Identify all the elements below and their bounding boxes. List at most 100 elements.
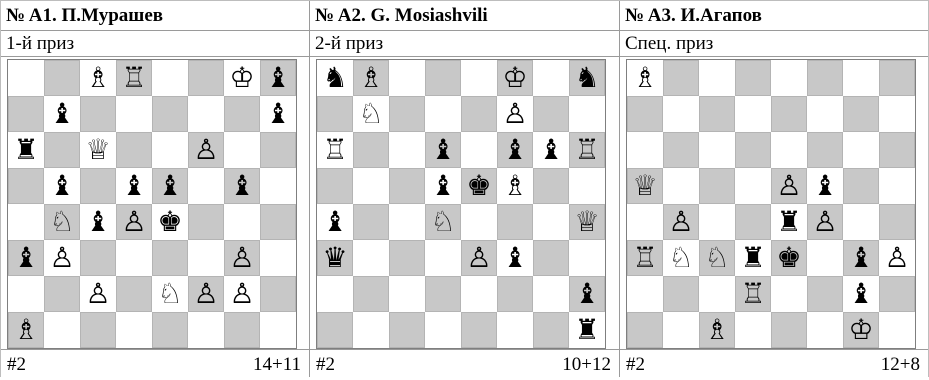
board-square bbox=[224, 204, 260, 240]
board-square: ♕ bbox=[569, 204, 605, 240]
black-knight-icon: ♞ bbox=[574, 64, 599, 92]
board-square: ♖ bbox=[116, 60, 152, 96]
board-square bbox=[260, 204, 296, 240]
problem-footer: #2 12+8 bbox=[620, 349, 928, 377]
board-square bbox=[879, 168, 915, 204]
problem-footer: #2 10+12 bbox=[310, 349, 619, 377]
board-square: ♝ bbox=[807, 168, 843, 204]
board-square bbox=[735, 204, 771, 240]
board-square bbox=[224, 312, 260, 348]
board-square bbox=[771, 96, 807, 132]
piece-count: 10+12 bbox=[562, 350, 611, 380]
board-wrap: ♗♕♙♝♙♜♙♖♘♘♜♚♝♙♖♝♗♔ bbox=[620, 57, 928, 349]
board-square bbox=[843, 204, 879, 240]
white-bishop-icon: ♗ bbox=[85, 64, 110, 92]
board-square: ♘ bbox=[353, 96, 389, 132]
board-square bbox=[44, 60, 80, 96]
board-square bbox=[497, 276, 533, 312]
black-bishop-icon: ♝ bbox=[502, 136, 527, 164]
board-square bbox=[843, 168, 879, 204]
board-square bbox=[533, 96, 569, 132]
board-square: ♝ bbox=[152, 168, 188, 204]
white-queen-icon: ♕ bbox=[85, 136, 110, 164]
board-square bbox=[569, 240, 605, 276]
board-square bbox=[627, 96, 663, 132]
board-square bbox=[353, 132, 389, 168]
board-square: ♘ bbox=[44, 204, 80, 240]
black-bishop-icon: ♝ bbox=[265, 100, 290, 128]
piece-count: 14+11 bbox=[253, 350, 301, 380]
board-square bbox=[699, 96, 735, 132]
board-square bbox=[425, 240, 461, 276]
black-bishop-icon: ♝ bbox=[121, 172, 146, 200]
white-pawn-icon: ♙ bbox=[502, 100, 527, 128]
black-bishop-icon: ♝ bbox=[13, 244, 38, 272]
board-square bbox=[260, 168, 296, 204]
board-square bbox=[152, 96, 188, 132]
board-square: ♝ bbox=[425, 132, 461, 168]
black-bishop-icon: ♝ bbox=[430, 172, 455, 200]
board-square bbox=[461, 132, 497, 168]
board-square bbox=[627, 204, 663, 240]
board-square: ♙ bbox=[461, 240, 497, 276]
board-square bbox=[116, 276, 152, 312]
black-bishop-icon: ♝ bbox=[812, 172, 837, 200]
black-bishop-icon: ♝ bbox=[322, 208, 347, 236]
board-square bbox=[224, 96, 260, 132]
board-square bbox=[44, 132, 80, 168]
black-rook-icon: ♜ bbox=[740, 244, 765, 272]
board-square bbox=[735, 60, 771, 96]
white-queen-icon: ♕ bbox=[574, 208, 599, 236]
board-square bbox=[879, 60, 915, 96]
board-square: ♗ bbox=[80, 60, 116, 96]
board-square: ♝ bbox=[116, 168, 152, 204]
board-square bbox=[353, 204, 389, 240]
black-queen-icon: ♛ bbox=[322, 244, 347, 272]
problem-award: 1-й приз bbox=[1, 31, 309, 57]
board-square: ♙ bbox=[188, 132, 224, 168]
board-square bbox=[188, 60, 224, 96]
board-square: ♞ bbox=[317, 60, 353, 96]
board-square bbox=[533, 312, 569, 348]
board-square bbox=[44, 276, 80, 312]
board-square: ♚ bbox=[152, 204, 188, 240]
board-square: ♝ bbox=[260, 96, 296, 132]
black-king-icon: ♚ bbox=[466, 172, 491, 200]
white-king-icon: ♔ bbox=[502, 64, 527, 92]
chessboard: ♗♖♔♝♝♝♜♕♙♝♝♝♝♘♝♙♚♝♙♙♙♘♙♙♗ bbox=[7, 59, 297, 349]
problem-a3: № A3. И.Агапов Спец. приз ♗♕♙♝♙♜♙♖♘♘♜♚♝♙… bbox=[620, 1, 929, 377]
board-square bbox=[807, 240, 843, 276]
board-square bbox=[461, 96, 497, 132]
board-square: ♝ bbox=[843, 276, 879, 312]
board-square: ♜ bbox=[8, 132, 44, 168]
board-square bbox=[699, 168, 735, 204]
board-square bbox=[8, 204, 44, 240]
white-pawn-icon: ♙ bbox=[884, 244, 909, 272]
board-square bbox=[461, 60, 497, 96]
board-square bbox=[461, 312, 497, 348]
board-square: ♝ bbox=[8, 240, 44, 276]
board-square bbox=[627, 132, 663, 168]
board-square bbox=[533, 240, 569, 276]
white-knight-icon: ♘ bbox=[49, 208, 74, 236]
board-square bbox=[8, 96, 44, 132]
board-square: ♖ bbox=[317, 132, 353, 168]
board-square: ♖ bbox=[735, 276, 771, 312]
board-square: ♚ bbox=[771, 240, 807, 276]
board-wrap: ♞♗♔♞♘♙♖♝♝♝♖♝♚♗♝♘♕♛♙♝♝♜ bbox=[310, 57, 619, 349]
board-square: ♝ bbox=[497, 240, 533, 276]
board-square bbox=[353, 168, 389, 204]
board-square: ♜ bbox=[735, 240, 771, 276]
board-square bbox=[663, 60, 699, 96]
board-square bbox=[188, 168, 224, 204]
board-square bbox=[389, 132, 425, 168]
problem-award: 2-й приз bbox=[310, 31, 619, 57]
problem-title: № A2. G. Mosiashvili bbox=[310, 1, 619, 31]
board-square bbox=[80, 312, 116, 348]
board-square: ♔ bbox=[224, 60, 260, 96]
problem-a1: № A1. П.Мурашев 1-й приз ♗♖♔♝♝♝♜♕♙♝♝♝♝♘♝… bbox=[0, 1, 310, 377]
board-square: ♙ bbox=[44, 240, 80, 276]
board-square: ♙ bbox=[80, 276, 116, 312]
board-square bbox=[317, 312, 353, 348]
